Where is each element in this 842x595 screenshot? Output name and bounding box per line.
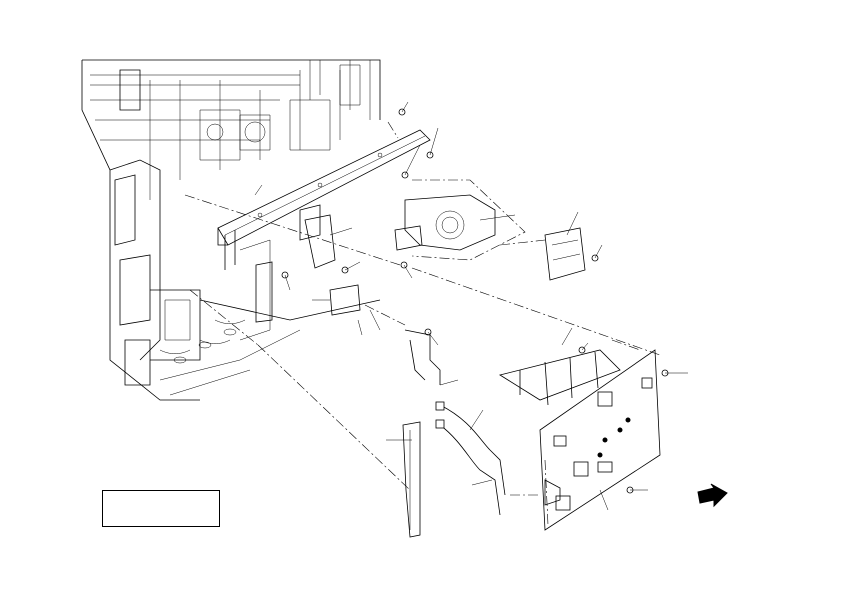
screws	[281, 108, 669, 494]
fan-bracket	[394, 194, 496, 251]
leader-lines	[254, 101, 688, 511]
side-bracket	[544, 227, 586, 281]
interlock-assembly	[498, 349, 621, 406]
wire-harness	[404, 329, 506, 516]
harness-guide	[402, 421, 421, 538]
front-arrow-icon	[697, 483, 728, 508]
main-frame-assembly	[81, 59, 381, 401]
controller-board	[539, 349, 661, 531]
rail-bracket	[217, 129, 431, 246]
assembly-guide-lines	[184, 121, 661, 526]
sensor-bracket	[304, 214, 361, 316]
note-box	[102, 490, 220, 527]
